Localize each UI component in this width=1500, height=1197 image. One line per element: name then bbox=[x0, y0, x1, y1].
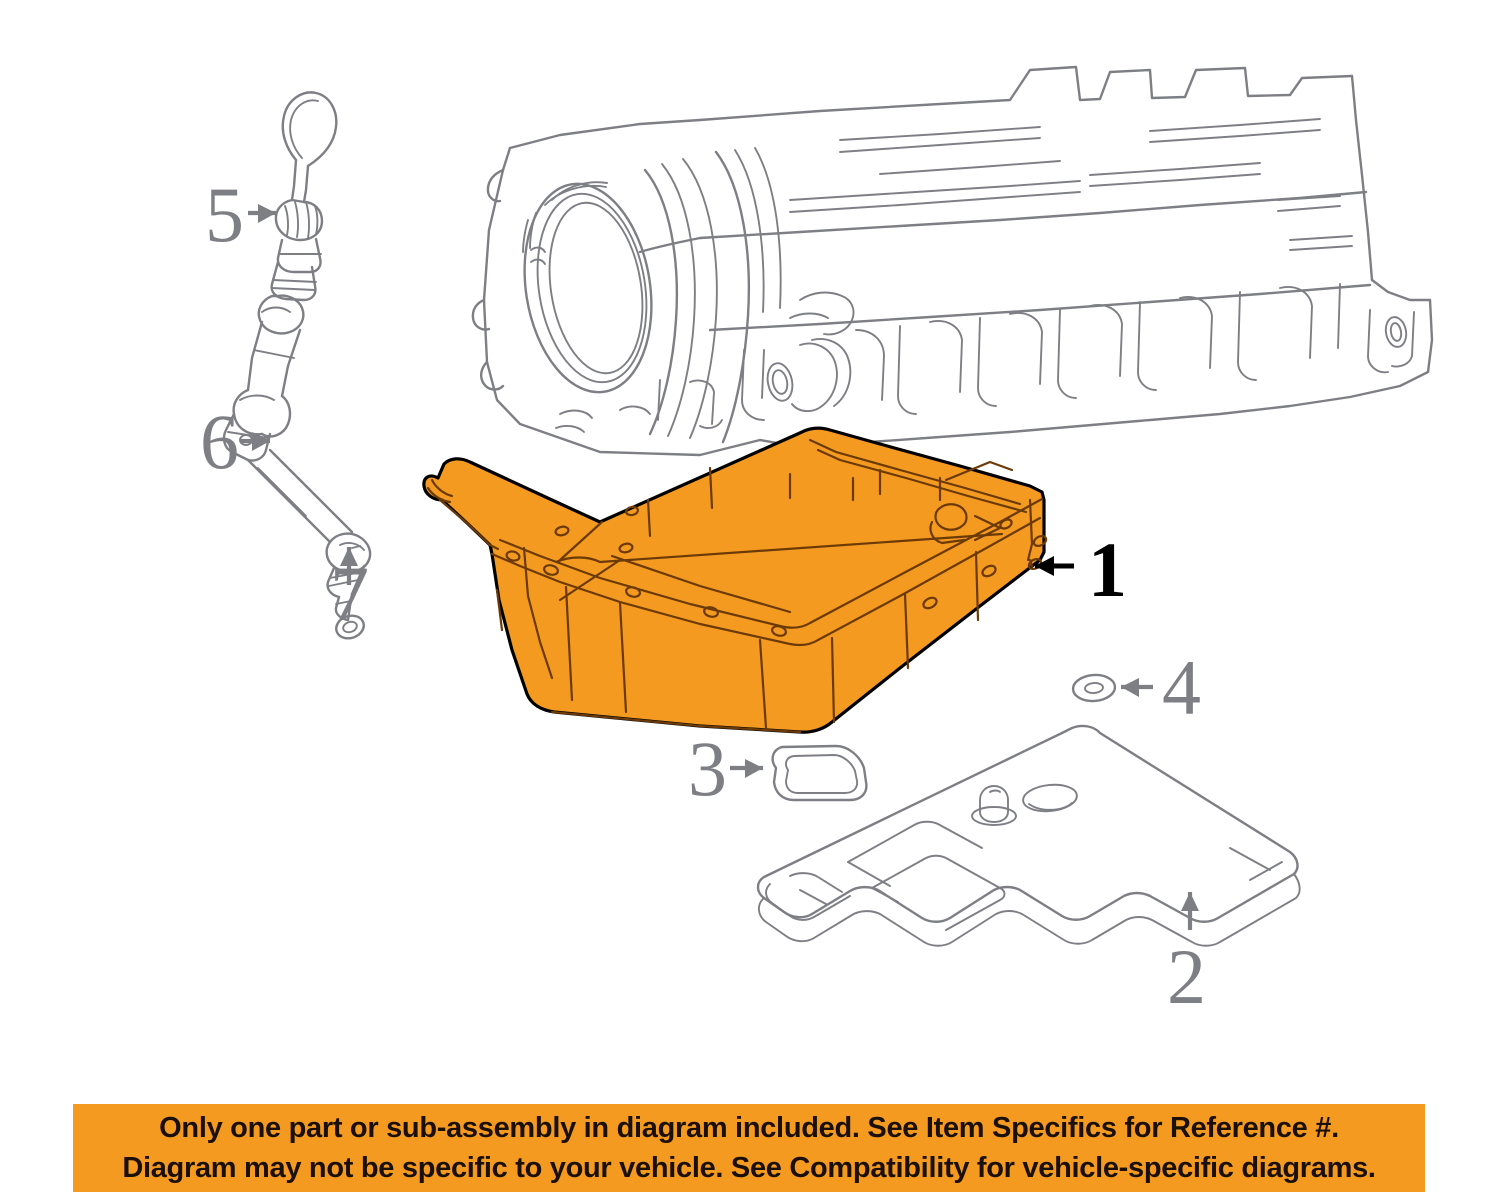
callout-4-number: 4 bbox=[1162, 644, 1201, 731]
dipstick-assembly-drawing bbox=[222, 91, 372, 640]
filter-gasket-drawing bbox=[771, 744, 868, 802]
transmission-filter-drawing bbox=[756, 724, 1301, 947]
callout-5: 5 bbox=[205, 171, 276, 258]
transmission-case-drawing bbox=[471, 65, 1434, 457]
callout-6-number: 6 bbox=[200, 398, 239, 485]
notice-line-1: Only one part or sub-assembly in diagram… bbox=[159, 1112, 1339, 1144]
callout-1-number: 1 bbox=[1088, 526, 1127, 613]
callout-2-number: 2 bbox=[1167, 933, 1206, 1020]
callout-2: 2 bbox=[1167, 892, 1206, 1020]
notice-line-2: Diagram may not be specific to your vehi… bbox=[122, 1152, 1376, 1184]
notice-banner: Only one part or sub-assembly in diagram… bbox=[73, 1104, 1425, 1192]
callout-1: 1 bbox=[1035, 526, 1127, 613]
callout-6: 6 bbox=[200, 398, 270, 485]
callout-7-number: 7 bbox=[330, 550, 369, 637]
callout-4: 4 bbox=[1121, 644, 1201, 731]
callout-5-number: 5 bbox=[205, 171, 244, 258]
o-ring-washer-drawing bbox=[1071, 673, 1117, 703]
oil-pan-drawing bbox=[422, 426, 1048, 734]
callout-3-number: 3 bbox=[688, 725, 727, 812]
callout-7: 7 bbox=[330, 547, 369, 637]
callout-3: 3 bbox=[688, 725, 763, 812]
